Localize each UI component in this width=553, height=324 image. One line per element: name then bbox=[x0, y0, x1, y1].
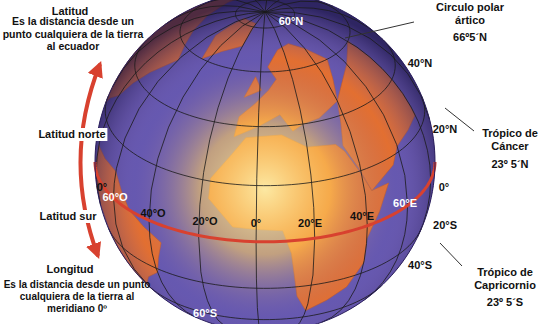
label-slot: Es la distancia desde un punto cualquier… bbox=[2, 15, 144, 54]
label-slot: Es la distancia desde un punto cualquier… bbox=[2, 279, 152, 316]
globe-outline bbox=[95, 0, 435, 324]
label-slot: Latitud norte bbox=[36, 124, 107, 142]
graticule bbox=[95, 0, 435, 324]
label-slot: Trópico de Capricornio bbox=[460, 266, 550, 293]
label-slot: 20°N bbox=[433, 119, 458, 137]
label-slot: 0° bbox=[439, 177, 450, 195]
callout-text: Trópico de Capricornio bbox=[460, 266, 550, 292]
callout-value: 66º5´N bbox=[453, 31, 487, 44]
side-label: Latitud sur bbox=[38, 210, 99, 223]
label-slot: Trópico de Cáncer bbox=[470, 127, 550, 154]
degree-label: 60°S bbox=[193, 307, 217, 320]
callout-text: Trópico de Cáncer bbox=[470, 127, 550, 153]
degree-label: 20°S bbox=[433, 219, 457, 232]
degree-label: 40°O bbox=[140, 207, 165, 220]
label-slot: 40°O bbox=[140, 203, 165, 221]
side-label: Latitud norte bbox=[36, 128, 107, 141]
degree-label: 40°N bbox=[408, 57, 433, 70]
degree-label: 20°E bbox=[298, 217, 322, 230]
label-slot: 20°E bbox=[298, 213, 322, 231]
label-slot: Longitud bbox=[46, 259, 93, 277]
label-slot: 23º 5´S bbox=[487, 292, 523, 310]
degree-label: 60°N bbox=[279, 15, 304, 28]
callout-text: Circulo polar ártico bbox=[420, 1, 520, 27]
globe bbox=[95, 0, 435, 324]
latitude-arrow bbox=[80, 64, 100, 256]
heading: Longitud bbox=[46, 263, 93, 276]
degree-label: 20°N bbox=[433, 123, 458, 136]
description: Es la distancia desde un punto cualquier… bbox=[2, 279, 152, 315]
label-slot: Circulo polar ártico bbox=[420, 1, 520, 28]
label-slot: 66º5´N bbox=[453, 27, 487, 45]
degree-label: 40°E bbox=[350, 210, 374, 223]
callout-value: 23º 5´S bbox=[487, 296, 523, 309]
description: Es la distancia desde un punto cualquier… bbox=[2, 15, 144, 53]
label-slot: 20°S bbox=[433, 215, 457, 233]
equator-line bbox=[95, 162, 435, 242]
label-slot: 60°E bbox=[393, 193, 417, 211]
label-slot: 60°N bbox=[279, 11, 304, 29]
label-slot: 60°S bbox=[193, 303, 217, 321]
label-slot: Latitud sur bbox=[38, 206, 99, 224]
leader-line bbox=[440, 243, 462, 266]
callout-value: 23º 5´N bbox=[491, 158, 528, 171]
label-slot: 60°O bbox=[102, 187, 127, 205]
label-slot: 40°E bbox=[350, 206, 374, 224]
globe-shading bbox=[95, 0, 435, 324]
label-slot: 40°N bbox=[408, 53, 433, 71]
degree-label: 0° bbox=[251, 217, 262, 230]
degree-label: 0° bbox=[439, 181, 450, 194]
label-slot: 20°O bbox=[192, 211, 217, 229]
degree-label: 60°E bbox=[393, 197, 417, 210]
label-slot: 40°S bbox=[408, 255, 432, 273]
ocean bbox=[95, 0, 435, 324]
label-slot: 23º 5´N bbox=[491, 154, 528, 172]
label-slot: 0° bbox=[251, 213, 262, 231]
degree-label: 20°O bbox=[192, 215, 217, 228]
degree-label: 60°O bbox=[102, 191, 127, 204]
leader-line bbox=[345, 22, 414, 38]
degree-label: 40°S bbox=[408, 259, 432, 272]
